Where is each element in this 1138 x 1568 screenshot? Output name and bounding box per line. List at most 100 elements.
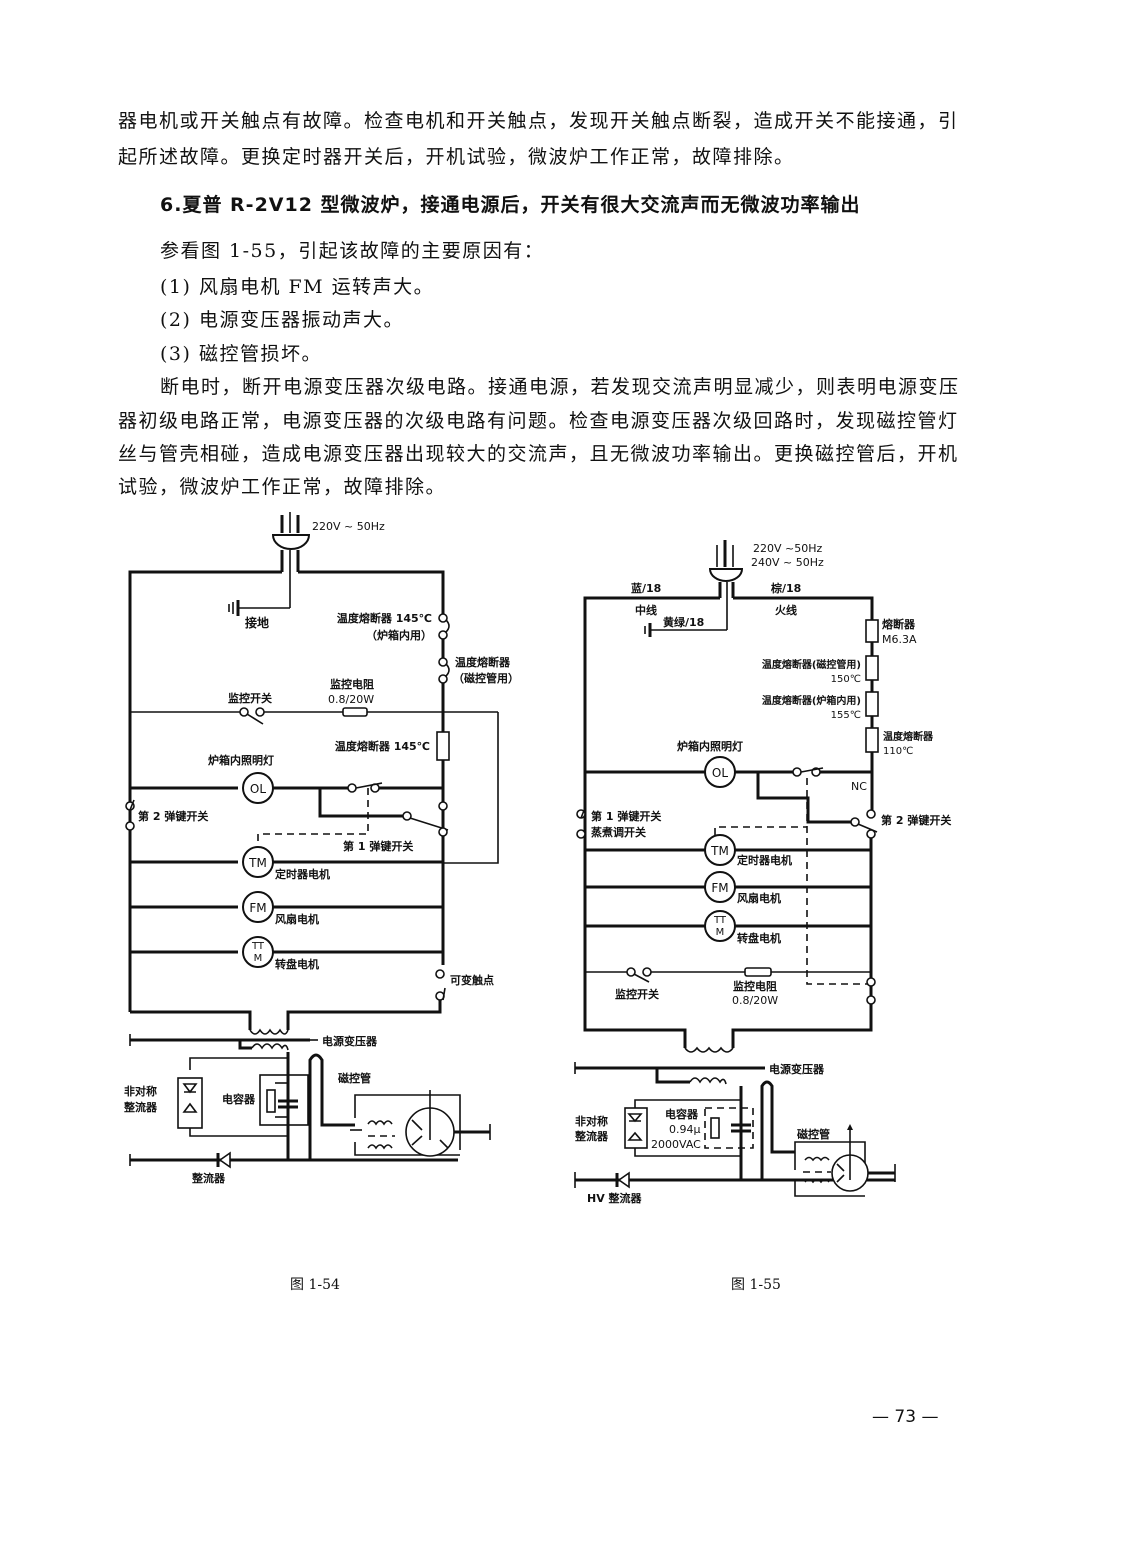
monitor-resistor-icon [744,967,772,977]
ttm-symbol-bottom: M [716,927,725,938]
switch-1-label: 第 1 弹键开关 [343,839,413,853]
ttm-symbol-bottom: M [254,953,263,964]
thermal-fuse-110-temp: 110℃ [883,746,913,757]
fm-symbol: FM [711,881,728,895]
paragraph-line: 器初级电路正常，电源变压器的次级电路有问题。检查电源变压器次级回路时，发现磁控管… [118,410,959,432]
cause-item: (3) 磁控管损坏。 [160,343,322,365]
cause-item: (2) 电源变压器振动声大。 [160,309,404,331]
timer-motor-label: 定时器电机 [737,853,792,867]
hv-rectifier-label: HV 整流器 [587,1191,643,1205]
power-plug-icon [708,540,744,630]
thermal-fuse-110-label: 温度熔断器 [883,730,934,743]
asymmetric-rectifier-icon [624,1107,648,1149]
switch-1-sublabel: 蒸煮调开关 [591,825,646,839]
paragraph-continuation-line-2: 起所述故障。更换定时器开关后，开机试验，微波炉工作正常，故障排除。 [118,146,795,168]
figure-1-54-circuit: 220V ~ 50Hz 接地 温度熔断器 145℃ （炉箱内用） 温度熔断器 （… [123,512,519,1185]
ground-icon [228,600,240,616]
monitor-resistor-label: 监控电阻 [330,677,374,691]
supply-voltage-label-2: 240V ~ 50Hz [751,556,824,569]
magnetron-label: 磁控管 [338,1071,371,1085]
ground-wire-label: 黄绿/18 [663,615,704,629]
figure-1-54-caption: 图 1-54 [290,1277,340,1293]
hv-rectifier-diode-icon [617,1171,630,1189]
tm-symbol: TM [710,844,729,858]
monitor-resistor-value: 0.8/20W [732,994,778,1007]
magnetron-label: 磁控管 [797,1127,830,1141]
thermal-fuse-oven-label: 温度熔断器 145℃ [337,611,432,625]
ol-symbol: OL [712,766,728,780]
thermal-fuse-magnetron-icon [865,655,879,681]
switch-1-label: 第 1 弹键开关 [591,809,661,823]
figure-1-55-caption: 图 1-55 [731,1277,781,1293]
cause-item: (1) 风扇电机 FM 运转声大。 [160,276,435,298]
thermal-fuse-145-label: 温度熔断器 145℃ [335,739,430,753]
transformer-primary-icon [684,1046,734,1053]
capacitor-box [704,1107,754,1149]
oven-lamp-label: 炉箱内照明灯 [677,739,743,753]
rectifier-label: 整流器 [191,1171,226,1185]
fuse-rating: M6.3A [882,633,917,646]
thermal-fuse-oven-icon [865,691,879,717]
monitor-resistor-icon [342,707,368,717]
ttm-symbol-top: TT [713,915,727,926]
monitor-switch-label: 监控开关 [615,987,659,1001]
thermal-fuse-magnetron-label: 温度熔断器(磁控管用) [762,658,861,671]
page-number: — 73 — [872,1407,939,1427]
fm-symbol: FM [249,901,266,915]
ground-icon [644,623,652,637]
nc-label: NC [851,780,867,793]
oven-lamp-label: 炉箱内照明灯 [208,753,274,767]
monitor-switch-label: 监控开关 [228,691,272,705]
intro-text: 参看图 1-55，引起该故障的主要原因有： [160,240,545,262]
fan-motor-label: 风扇电机 [275,912,319,926]
ground-label: 接地 [245,615,269,630]
section-heading: 6.夏普 R-2V12 型微波炉，接通电源后，开关有很大交流声而无微波功率输出 [160,194,861,216]
turntable-motor-label: 转盘电机 [737,931,781,945]
thermal-fuse-oven-sublabel: （炉箱内用） [366,628,432,642]
asymmetric-rectifier-label: 非对称 [575,1114,608,1128]
transformer-secondary-icon [251,1043,289,1051]
capacitor-voltage: 2000VAC [651,1138,701,1151]
asymmetric-rectifier-sublabel: 整流器 [574,1129,609,1143]
transformer-label: 电源变压器 [769,1062,825,1076]
asymmetric-rectifier-label: 非对称 [124,1084,157,1098]
supply-voltage-label: 220V ~ 50Hz [312,520,385,533]
asymmetric-rectifier-sublabel: 整流器 [123,1100,158,1114]
transformer-secondary-icon [689,1077,727,1085]
thermal-fuse-oven-temp: 155℃ [831,710,861,721]
neutral-label: 中线 [635,603,657,617]
live-label: 火线 [775,603,797,617]
figure-1-55-circuit: 220V ~50Hz 240V ~ 50Hz 蓝/18 棕/18 中线 火线 黄… [574,540,951,1205]
capacitor-box [259,1074,309,1126]
paragraph-line: 试验，微波炉工作正常，故障排除。 [118,476,447,498]
thermal-fuse-110-icon [865,727,879,753]
supply-voltage-label-1: 220V ~50Hz [753,542,823,555]
turntable-motor-label: 转盘电机 [275,957,319,971]
paragraph-line: 丝与管壳相碰，造成电源变压器出现较大的交流声，且无微波功率输出。更换磁控管后，开… [118,443,959,465]
capacitor-label: 电容器 [665,1107,699,1121]
thermal-fuse-magnetron-temp: 150℃ [831,674,861,685]
paragraph-continuation-line-1: 器电机或开关触点有故障。检查电机和开关触点，发现开关触点断裂，造成开关不能接通，… [118,110,959,132]
paragraph-line: 断电时，断开电源变压器次级电路。接通电源，若发现交流声明显减少，则表明电源变压 [160,376,960,398]
fuse-label: 熔断器 [882,617,916,631]
rectifier-diode-icon [218,1151,231,1169]
switch-2-label: 第 2 弹键开关 [881,813,951,827]
tm-symbol: TM [248,856,267,870]
variable-contact-label: 可变触点 [450,973,494,987]
thermal-fuse-magnetron-sublabel: （磁控管用） [453,671,519,685]
transformer-primary-icon [249,1028,289,1035]
monitor-resistor-label: 监控电阻 [733,979,777,993]
brown-wire-label: 棕/18 [770,581,801,595]
blue-wire-label: 蓝/18 [631,581,661,595]
ol-symbol: OL [250,782,266,796]
ttm-symbol-top: TT [251,941,265,952]
capacitor-label: 电容器 [222,1092,256,1106]
monitor-resistor-value: 0.8/20W [328,693,374,706]
fuse-icon [865,619,879,643]
transformer-label: 电源变压器 [322,1034,378,1048]
thermal-fuse-145-icon [436,731,450,761]
power-plug-icon [271,512,311,608]
thermal-fuse-magnetron-label: 温度熔断器 [455,655,511,669]
switch-2-label: 第 2 弹键开关 [138,809,208,823]
fan-motor-label: 风扇电机 [737,891,781,905]
